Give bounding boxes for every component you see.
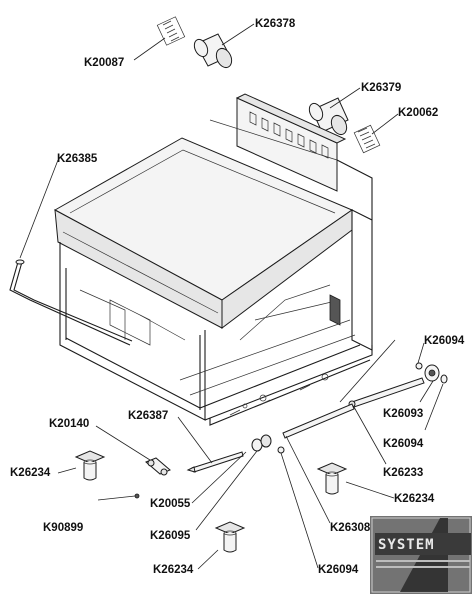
handle-rod-k26385 [9, 259, 133, 346]
foot-k26234-left [74, 450, 106, 481]
pin-k26387 [186, 451, 244, 473]
roller-k26378 [193, 33, 233, 69]
leader-lines [19, 23, 444, 570]
roller-k26379 [308, 97, 349, 136]
label-k20055: K20055 [150, 498, 191, 510]
foot-k26234-bottom [214, 521, 246, 553]
label-k26308: K26308 [330, 522, 371, 534]
label-k20087: K20087 [84, 57, 124, 69]
label-k20062: K20062 [398, 107, 438, 119]
label-k26094-b: K26094 [383, 438, 424, 450]
label-k26387: K26387 [128, 410, 168, 422]
label-k26094-c: K26094 [318, 564, 359, 576]
spring-k20087 [156, 16, 186, 46]
label-k26094-a: K26094 [424, 335, 465, 347]
spring-k20062 [353, 124, 381, 154]
foot-k26234-right [316, 462, 348, 495]
label-k20140: K20140 [49, 418, 89, 430]
label-k90899: K90899 [43, 522, 83, 534]
label-k26233: K26233 [383, 467, 423, 479]
label-k26378: K26378 [255, 18, 296, 30]
lever-k20140 [145, 457, 171, 476]
label-k26379: K26379 [361, 82, 401, 94]
system-watermark-logo: SYSTEM [370, 516, 472, 594]
label-k26234-a: K26234 [10, 467, 51, 479]
watermark-text: SYSTEM [378, 537, 435, 553]
label-k26095: K26095 [150, 530, 191, 542]
screw-k90899 [134, 493, 140, 499]
label-k26234-b: K26234 [394, 493, 435, 505]
bearing-k26093 [424, 364, 448, 384]
label-k26385: K26385 [57, 153, 98, 165]
label-k26234-c: K26234 [153, 564, 194, 576]
label-k26093: K26093 [383, 408, 423, 420]
shaft-k26308 [282, 403, 355, 439]
shaft-k26233 [348, 377, 425, 408]
washer-k26094-low [277, 446, 285, 454]
machine-body [53, 119, 373, 351]
lower-frame [59, 242, 373, 426]
bushing-k26095 [251, 434, 272, 452]
washer-k26094-top [415, 362, 423, 370]
